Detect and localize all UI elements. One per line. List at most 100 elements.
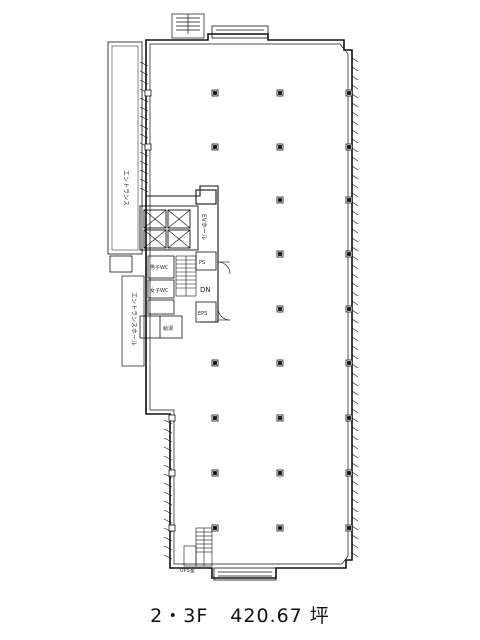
window-mullion <box>351 255 359 261</box>
entrance-side-label: エントランス <box>122 170 129 206</box>
top-stair-icon <box>171 13 205 39</box>
window-mullion <box>139 106 149 112</box>
window-mullion <box>351 102 359 108</box>
left-entrance-canopy <box>107 41 143 273</box>
window-mullion <box>139 151 149 157</box>
column-core <box>347 526 351 530</box>
column-core <box>213 145 217 149</box>
ev-hall-label: EVホール <box>200 214 207 240</box>
window-mullion <box>351 372 359 378</box>
window-mullion <box>139 61 149 67</box>
bottom-balcony <box>213 567 277 581</box>
column-core <box>347 307 351 311</box>
elevator-cross-icon <box>143 209 191 249</box>
window-mullion <box>163 419 173 425</box>
window-mullion <box>351 291 359 297</box>
window-mullion <box>163 446 173 452</box>
window-mullion <box>163 545 173 551</box>
column-core <box>278 145 282 149</box>
window-mullion <box>351 525 359 531</box>
window-mullion <box>351 264 359 270</box>
window-mullion <box>351 543 359 549</box>
column-square-icon <box>168 414 176 422</box>
window-mullion <box>351 237 359 243</box>
window-mullion <box>351 480 359 486</box>
column-core <box>278 361 282 365</box>
bottom-stair-icon <box>183 527 213 567</box>
exterior-wall <box>145 33 353 579</box>
floor-caption: 2・3F 420.67 坪 <box>0 596 480 632</box>
window-mullion <box>351 327 359 333</box>
window-mullion <box>351 471 359 477</box>
window-mullion <box>351 174 359 180</box>
column-grid <box>144 89 353 532</box>
column-core <box>278 416 282 420</box>
column-square-icon <box>144 143 152 151</box>
window-mullion <box>163 509 173 515</box>
window-mullion <box>351 345 359 351</box>
window-mullion <box>351 435 359 441</box>
floor-level: 2・3F <box>150 604 209 627</box>
column-core <box>213 471 217 475</box>
ps-label: PS <box>199 260 205 266</box>
window-mullion <box>351 228 359 234</box>
window-mullion <box>351 147 359 153</box>
window-mullion <box>351 381 359 387</box>
column-core <box>213 416 217 420</box>
window-mullion <box>139 133 149 139</box>
column-core <box>213 526 217 530</box>
column-core <box>347 471 351 475</box>
window-mullion <box>351 120 359 126</box>
kitchen-label: 給湯 <box>163 325 173 332</box>
window-mullion <box>351 462 359 468</box>
column-core <box>278 91 282 95</box>
elevator-core <box>139 205 199 251</box>
window-mullion <box>351 84 359 90</box>
window-mullion <box>351 210 359 216</box>
window-mullion <box>351 219 359 225</box>
window-mullion <box>163 437 173 443</box>
window-ticks <box>139 57 359 560</box>
window-mullion <box>351 300 359 306</box>
column-core <box>347 91 351 95</box>
ups-room-label: UPS室 <box>180 567 195 574</box>
window-mullion <box>351 489 359 495</box>
window-mullion <box>351 66 359 72</box>
window-mullion <box>351 57 359 63</box>
window-mullion <box>351 516 359 522</box>
wc-male-label: 男子WC <box>150 264 169 271</box>
window-mullion <box>351 444 359 450</box>
window-mullion <box>351 111 359 117</box>
window-mullion <box>351 129 359 135</box>
column-core <box>278 307 282 311</box>
window-mullion <box>351 363 359 369</box>
window-mullion <box>351 408 359 414</box>
window-mullion <box>351 453 359 459</box>
column-core <box>347 416 351 420</box>
window-mullion <box>351 336 359 342</box>
window-mullion <box>351 390 359 396</box>
column-core <box>278 526 282 530</box>
window-mullion <box>139 97 149 103</box>
floor-area: 420.67 坪 <box>230 604 330 627</box>
column-core <box>347 145 351 149</box>
window-mullion <box>351 507 359 513</box>
column-core <box>278 471 282 475</box>
window-mullion <box>351 552 359 558</box>
window-mullion <box>163 473 173 479</box>
window-mullion <box>139 79 149 85</box>
window-mullion <box>351 426 359 432</box>
window-mullion <box>351 282 359 288</box>
window-mullion <box>163 536 173 542</box>
column-core <box>213 361 217 365</box>
window-mullion <box>163 428 173 434</box>
service-rooms <box>139 251 217 339</box>
window-mullion <box>351 75 359 81</box>
wc-female-label: 女子WC <box>150 287 169 294</box>
column-core <box>347 252 351 256</box>
door-swing-icon <box>217 261 231 321</box>
window-mullion <box>351 201 359 207</box>
window-mullion <box>351 534 359 540</box>
top-balcony <box>211 25 269 39</box>
